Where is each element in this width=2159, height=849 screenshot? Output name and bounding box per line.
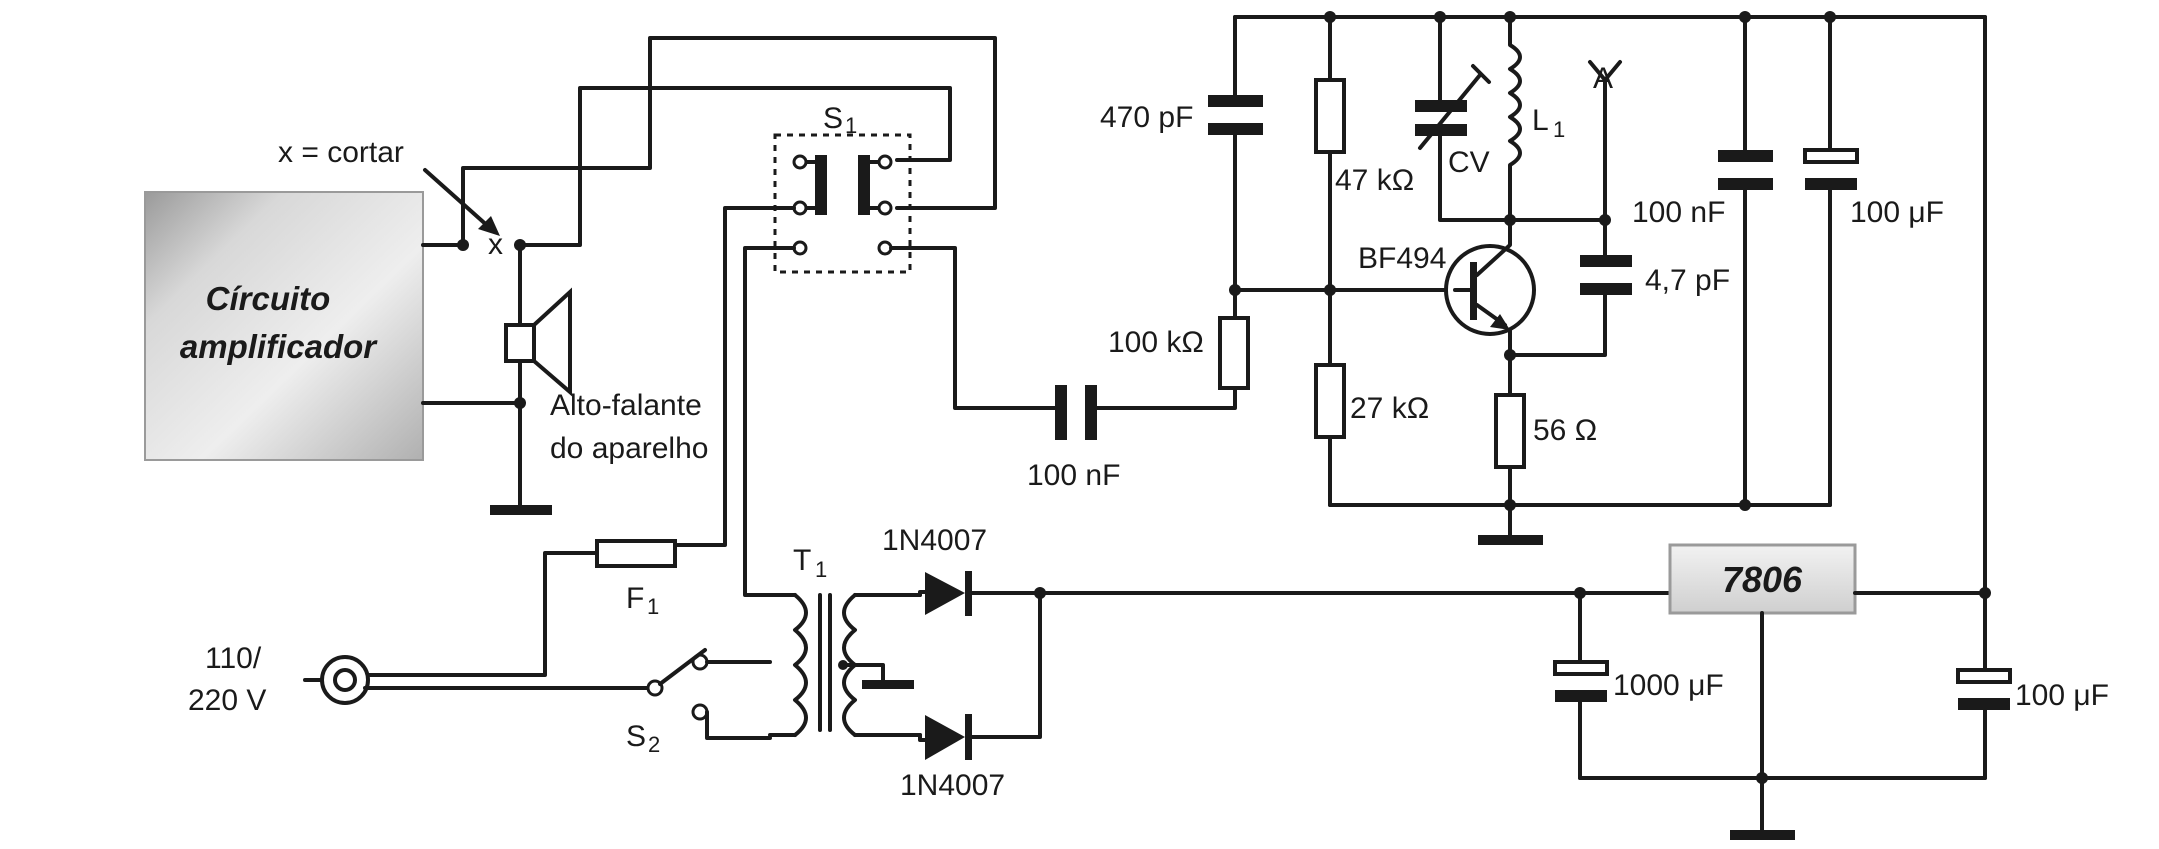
speaker-label-line1: Alto-falante (550, 389, 702, 422)
amplifier-block: Círcuito amplificador (144, 191, 424, 461)
fuse-name: F (626, 582, 644, 615)
cut-point: x = cortar x (278, 136, 503, 261)
cut-mark: x (488, 228, 503, 261)
capacitor-470pf: 470 pF (1100, 15, 1263, 292)
power-ground-symbol (1730, 830, 1795, 840)
l1-sub: 1 (1553, 117, 1565, 142)
resistor-47k: 47 kΩ (1314, 15, 1414, 367)
fuse-sub: 1 (647, 594, 659, 619)
r-coupling-label: 100 kΩ (1108, 326, 1204, 359)
transformer-t1: T 1 (768, 544, 922, 737)
resistor-100k: 100 kΩ (1108, 288, 1250, 390)
capacitor-4-7pf: 4,7 pF (1508, 218, 1730, 357)
t1-name: T (793, 544, 811, 577)
diode-bottom: 1N4007 (900, 714, 1005, 802)
loudspeaker: Alto-falante do aparelho (490, 243, 708, 515)
c-4-7-label: 4,7 pF (1645, 264, 1730, 297)
antenna-label: A (1593, 62, 1613, 95)
capacitor-100uf-regout: 100 μF (1956, 591, 2109, 780)
capacitor-bypass-100nf: 100 nF (1632, 15, 1773, 507)
s2-name: S (626, 720, 646, 753)
amplifier-label-line1: Círcuito (206, 280, 331, 317)
plug-voltage-line1: 110/ (205, 642, 262, 675)
capacitor-coupling-100nf: 100 nF (1027, 385, 1237, 492)
transistor-label: BF494 (1358, 242, 1446, 275)
diode-bottom-label: 1N4007 (900, 769, 1005, 802)
inductor-l1: L 1 (1508, 15, 1565, 222)
c-470-label: 470 pF (1100, 101, 1193, 134)
c-filter-label: 1000 μF (1613, 669, 1724, 702)
osc-ground-symbol (1478, 535, 1543, 545)
c-bypass-nf-label: 100 nF (1632, 196, 1725, 229)
c-bypass-uf-label: 100 μF (1850, 196, 1944, 229)
diode-top-label: 1N4007 (882, 524, 987, 557)
c-coupling-label: 100 nF (1027, 459, 1120, 492)
power-plug: 110/ 220 V (188, 642, 370, 717)
speaker-ground-symbol (490, 505, 552, 515)
speaker-label-line2: do aparelho (550, 432, 708, 465)
r-47k-label: 47 kΩ (1335, 164, 1414, 197)
capacitor-bypass-100uf: 100 μF (1803, 15, 1944, 507)
r-56-label: 56 Ω (1533, 414, 1597, 447)
switch-s2: S 2 (626, 648, 709, 757)
s1-sub: 1 (845, 113, 857, 138)
c-reg-out-label: 100 μF (2015, 679, 2109, 712)
antenna-a: A (1588, 60, 1622, 222)
regulator-7806[interactable]: 7806 (1668, 543, 1857, 615)
s2-sub: 2 (648, 732, 660, 757)
r-27k-label: 27 kΩ (1350, 392, 1429, 425)
regulator-label: 7806 (1722, 559, 1803, 600)
ct-ground-symbol (862, 680, 914, 689)
resistor-27k: 27 kΩ (1314, 363, 1429, 507)
resistor-56: 56 Ω (1494, 353, 1597, 537)
l1-name: L (1532, 104, 1549, 137)
diode-top: 1N4007 (882, 524, 987, 616)
s1-name: S (823, 102, 843, 135)
amplifier-label-line2: amplificador (180, 328, 378, 365)
fuse-f1: F 1 (595, 539, 677, 619)
capacitor-1000uf: 1000 μF (1553, 591, 1724, 780)
t1-sub: 1 (815, 557, 827, 582)
plug-voltage-line2: 220 V (188, 684, 266, 717)
cut-note: x = cortar (278, 136, 404, 169)
transistor-bf494: BF494 (1358, 218, 1536, 357)
variable-capacitor-cv: CV (1415, 15, 1512, 222)
cv-label: CV (1448, 146, 1490, 179)
